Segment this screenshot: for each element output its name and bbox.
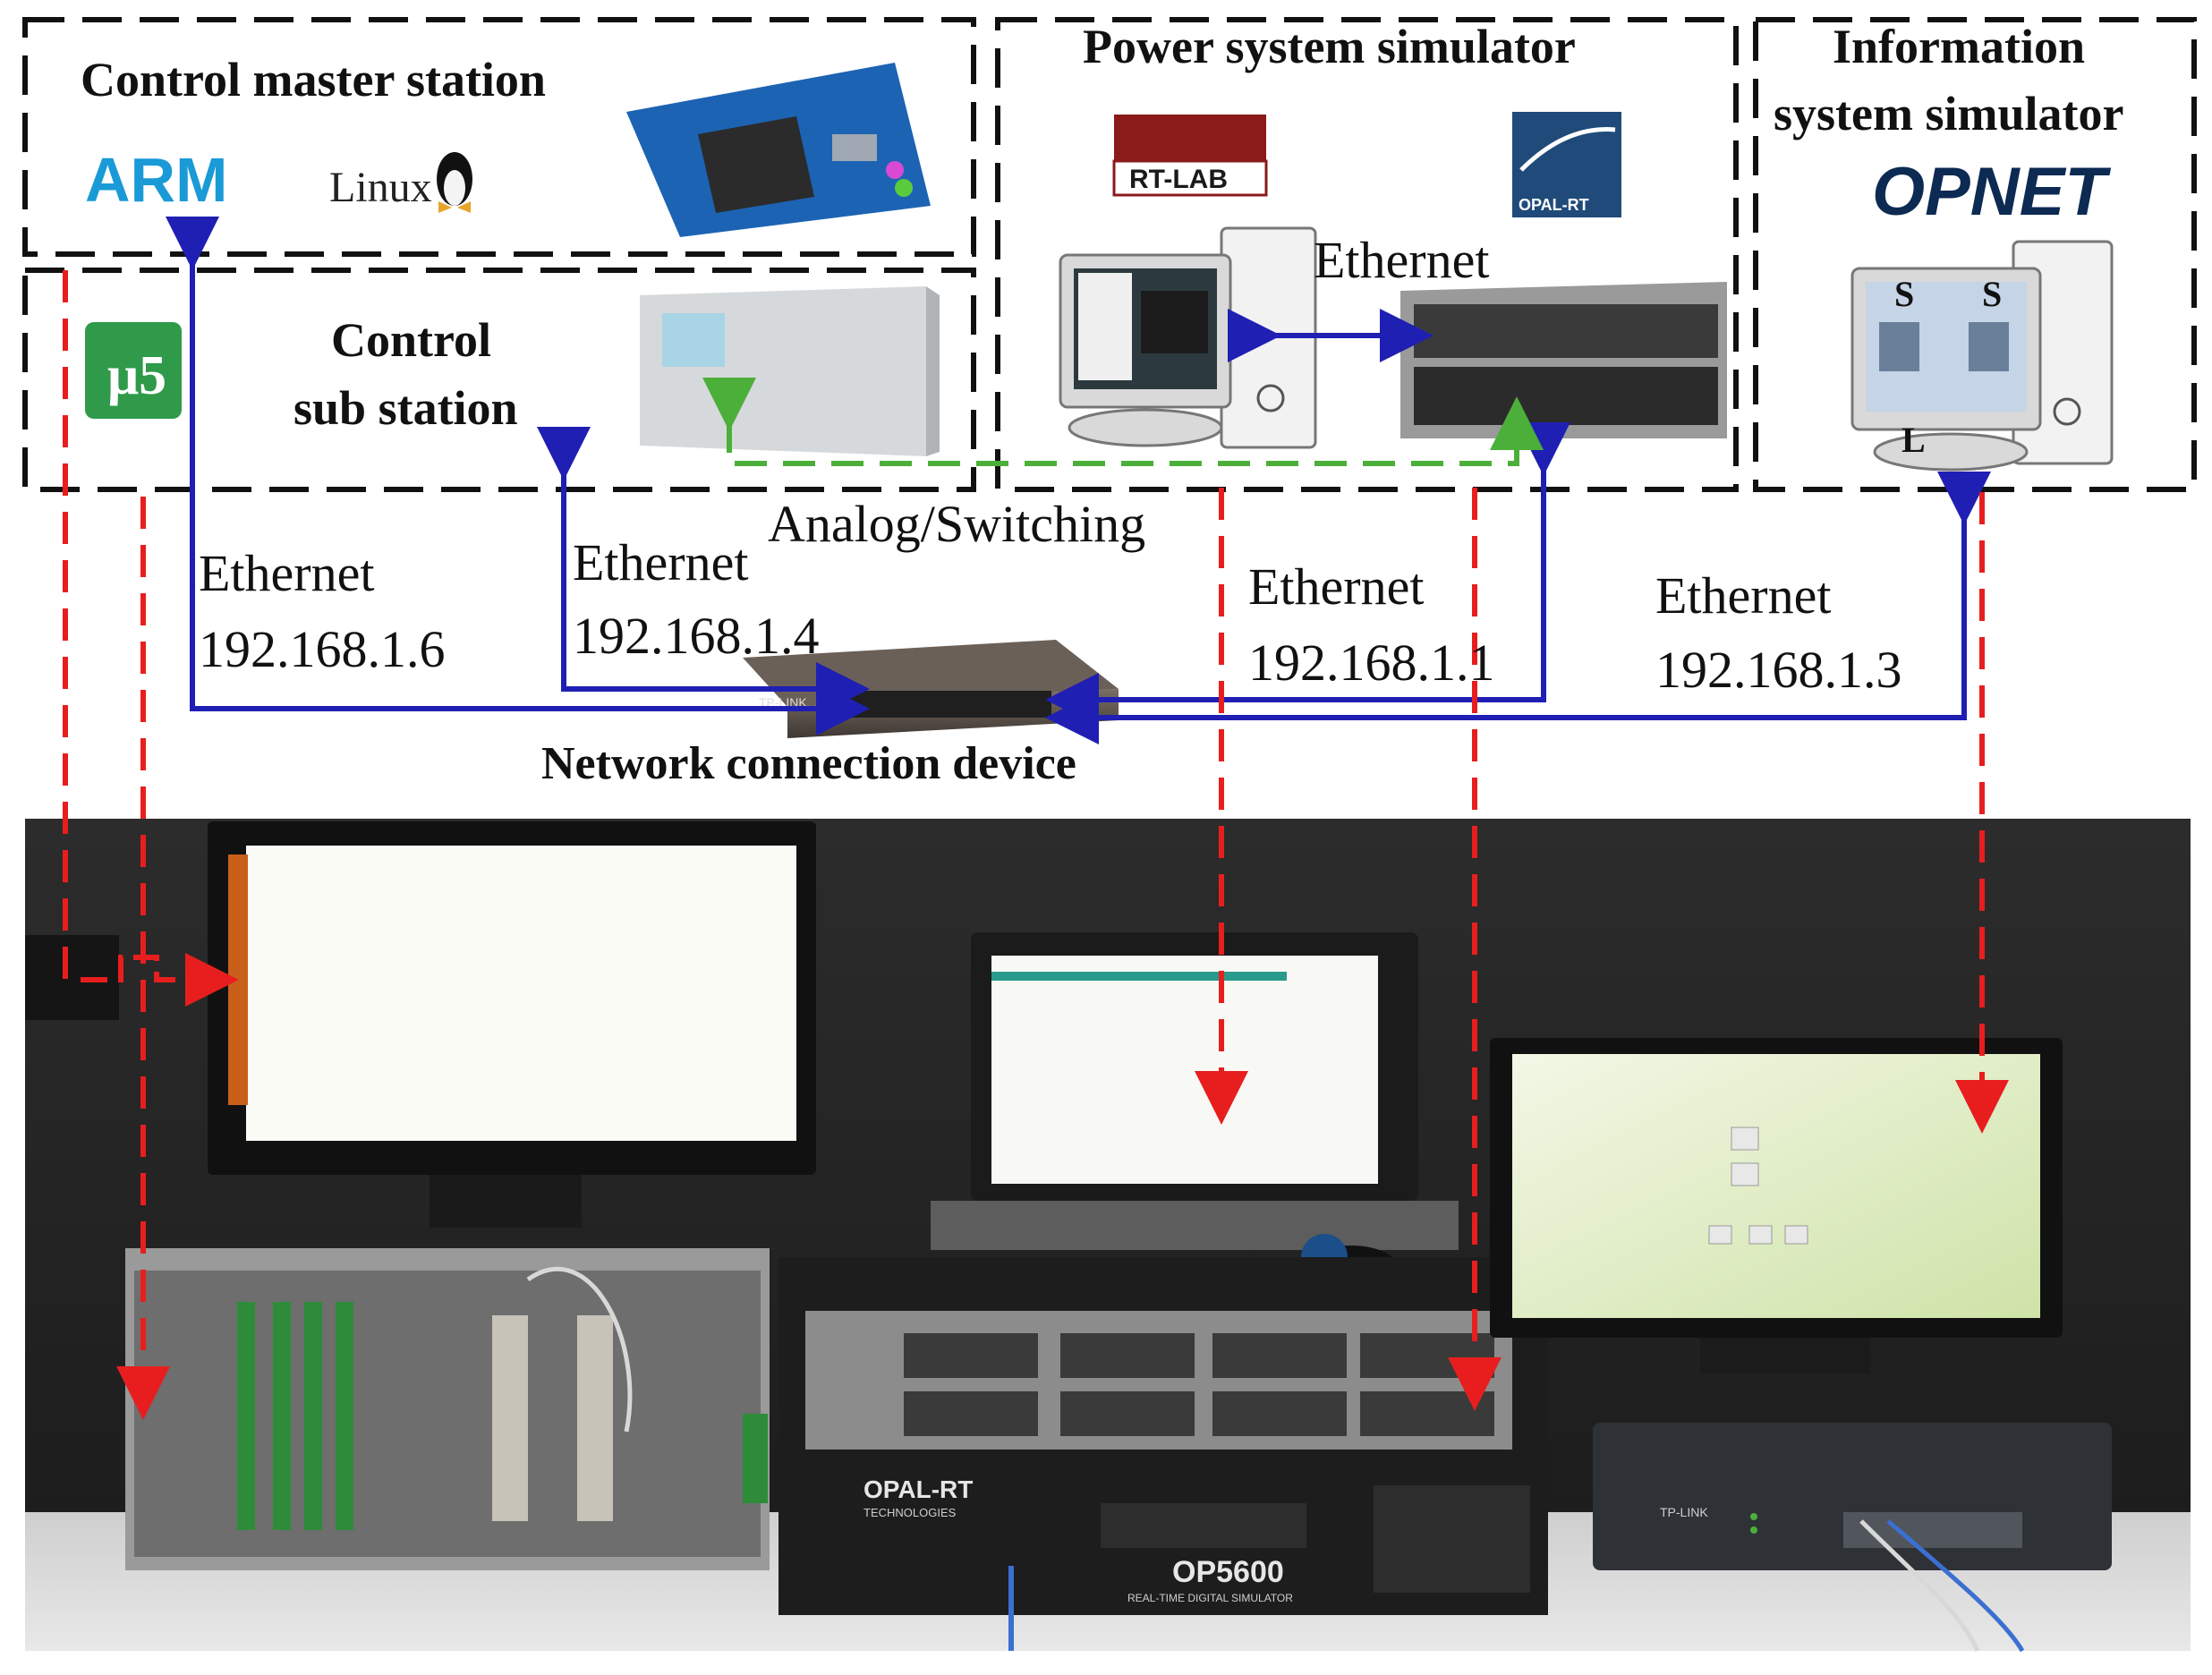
power-simulator-title: Power system simulator xyxy=(1083,20,1576,73)
monitor-letter-s1: S xyxy=(1894,274,1914,314)
pulse-arrow xyxy=(81,953,239,1007)
photo-opalrt-sub: TECHNOLOGIES xyxy=(864,1506,957,1519)
photo-op5600-text: OP5600 xyxy=(1172,1555,1284,1589)
power-ip-label: 192.168.1.1 xyxy=(1248,633,1495,692)
sub-ethernet-line xyxy=(537,427,870,716)
photo-op5600-caption: REAL-TIME DIGITAL SIMULATOR xyxy=(1127,1592,1293,1604)
embedded-board-icon xyxy=(626,63,931,237)
info-simulator-title-2: system simulator xyxy=(1774,87,2123,140)
power-internal-ethernet-label: Ethernet xyxy=(1314,231,1489,289)
master-ip-label: 192.168.1.6 xyxy=(199,620,446,678)
info-pc-icon xyxy=(1850,240,2114,472)
rtlab-logo: RT-LAB xyxy=(1112,115,1268,197)
analog-switching-label: Analog/Switching xyxy=(768,495,1145,553)
substation-device-icon xyxy=(640,286,940,456)
lab-photo: OPAL-RT TECHNOLOGIES OP5600 REAL-TIME DI… xyxy=(25,819,2191,1653)
mu5-logo: μ5 xyxy=(85,322,182,419)
opalrt-logo: OPAL-RT xyxy=(1512,112,1621,217)
photo-control-rack xyxy=(125,1248,770,1570)
rack-simulator-icon xyxy=(1400,282,1727,438)
tux-icon xyxy=(437,152,472,213)
info-ethernet-line xyxy=(1045,472,1991,744)
sub-ip-label: 192.168.1.4 xyxy=(573,607,820,665)
photo-op5600: OPAL-RT TECHNOLOGIES OP5600 REAL-TIME DI… xyxy=(778,1257,1548,1615)
monitor-letter-s2: S xyxy=(1982,274,2002,314)
info-ip-label: 192.168.1.3 xyxy=(1655,641,1902,699)
photo-right-monitor xyxy=(1490,1038,2063,1373)
control-master-title: Control master station xyxy=(81,53,546,106)
opnet-logo: OPNET xyxy=(1872,154,2111,230)
photo-tplink-text: TP-LINK xyxy=(1660,1505,1708,1519)
linux-logo: Linux xyxy=(329,164,432,211)
svg-text:μ5: μ5 xyxy=(107,345,166,406)
photo-left-monitor xyxy=(208,821,816,1244)
sub-ethernet-label: Ethernet xyxy=(573,533,748,591)
analog-switching-line xyxy=(702,378,1544,466)
photo-opalrt-text: OPAL-RT xyxy=(864,1475,973,1503)
info-ethernet-label: Ethernet xyxy=(1655,566,1831,625)
svg-text:RT-LAB: RT-LAB xyxy=(1129,165,1228,194)
svg-text:OPAL-RT: OPAL-RT xyxy=(1519,196,1589,214)
box-control-master xyxy=(22,17,976,257)
photo-network-switch: TP-LINK xyxy=(1593,1423,2112,1570)
control-sub-title-2: sub station xyxy=(294,381,518,435)
power-ethernet-label: Ethernet xyxy=(1248,557,1424,616)
photo-laptop xyxy=(931,932,1459,1250)
control-sub-title-1: Control xyxy=(331,313,491,367)
arm-logo: ARM xyxy=(85,145,227,215)
info-simulator-title-1: Information xyxy=(1833,20,2085,73)
network-device-label: Network connection device xyxy=(541,738,1076,789)
master-ethernet-label: Ethernet xyxy=(199,544,374,602)
monitor-letter-l: L xyxy=(1901,420,1926,460)
